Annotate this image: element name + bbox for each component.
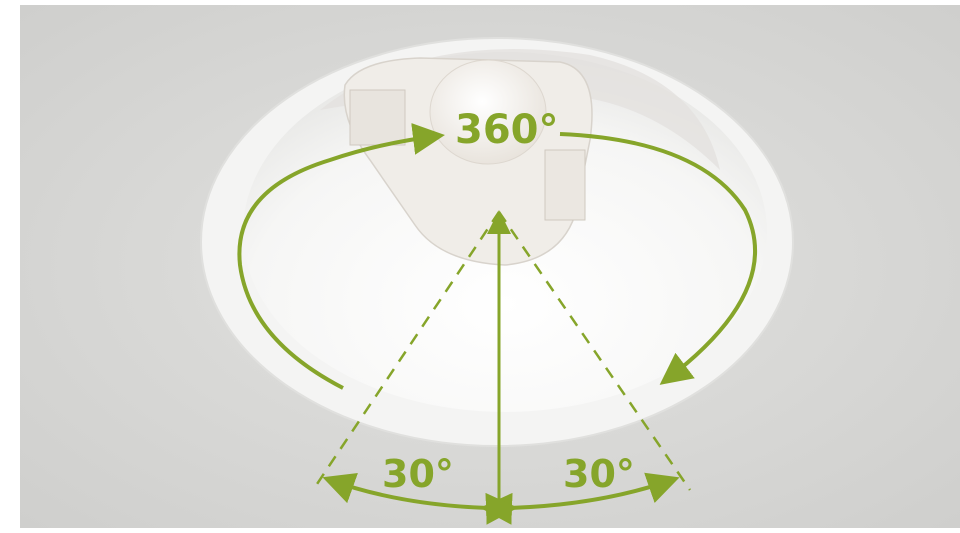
lamp-connector-right [545,150,585,220]
lamp-connector-left [350,90,405,145]
tilt-right-angle-label: 30° [563,452,635,496]
downlight-photo [20,5,960,528]
rotation-angle-label: 360° [455,107,559,153]
tilt-left-angle-label: 30° [382,452,454,496]
